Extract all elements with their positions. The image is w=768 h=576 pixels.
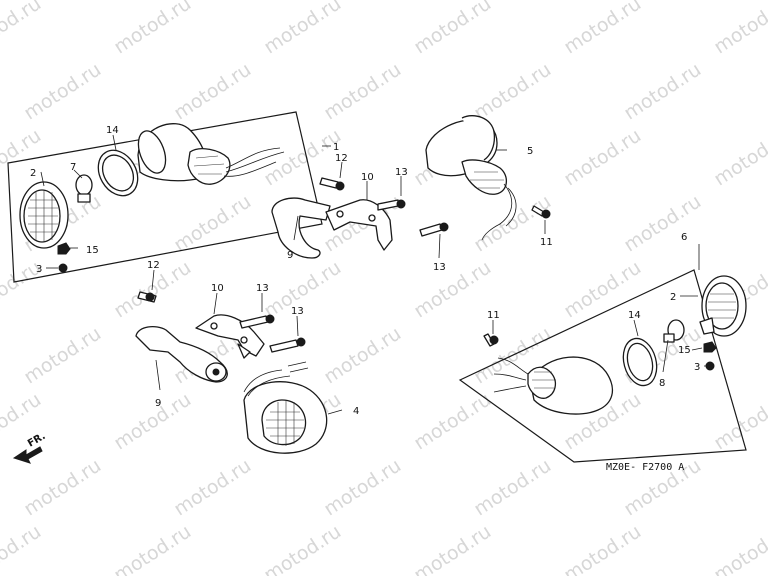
housing-top-left	[137, 123, 285, 185]
nut-15-top	[57, 242, 71, 255]
ring-14-top	[97, 149, 139, 197]
bulb-8-lower	[663, 319, 685, 343]
callout-labels: 1 2 7 14 15 3 12 10 13 9 13 5 11 6 2 12 …	[30, 125, 700, 417]
direction-arrow-fr	[12, 446, 43, 464]
bolt-13-top-a	[377, 199, 406, 211]
callout-14-lower: 14	[628, 310, 641, 321]
callout-12-top: 12	[335, 153, 348, 164]
bulb-7-top	[75, 174, 93, 203]
turn-signal-4	[243, 361, 328, 454]
callout-13-top-a: 13	[395, 167, 408, 178]
bracket-10-top	[325, 199, 393, 251]
callout-13-lower-a: 13	[256, 283, 269, 294]
callout-2-top: 2	[30, 168, 36, 179]
stay-9-top	[271, 197, 331, 259]
callout-5: 5	[527, 146, 533, 157]
screw-11-top	[531, 205, 551, 219]
nut-15-lower	[703, 341, 717, 353]
callout-10-top: 10	[361, 172, 374, 183]
bolt-12-top	[319, 177, 345, 191]
bolt-13-lower-b	[269, 337, 306, 353]
assembly-1-frame	[7, 111, 323, 283]
assembly-6-frame	[458, 269, 747, 463]
callout-2-lower: 2	[670, 292, 676, 303]
callout-10-lower: 10	[211, 283, 224, 294]
callout-12-lower: 12	[147, 260, 160, 271]
screw-3-top	[58, 263, 68, 273]
bolt-12-lower	[137, 291, 157, 303]
callout-11-lower: 11	[487, 310, 500, 321]
callout-11-top: 11	[540, 237, 553, 248]
direction-label: FR.	[26, 431, 48, 450]
ring-14-lower	[622, 337, 658, 387]
screw-3-lower	[705, 361, 715, 371]
callout-3-top: 3	[36, 264, 42, 275]
callout-3-lower: 3	[694, 362, 700, 373]
callout-7: 7	[70, 162, 76, 173]
callout-9-top: 9	[287, 250, 293, 261]
bolt-13-top-b	[419, 222, 449, 237]
callout-14-top: 14	[106, 125, 119, 136]
callout-8: 8	[659, 378, 665, 389]
callout-13-top-b: 13	[433, 262, 446, 273]
callout-15-top: 15	[86, 245, 99, 256]
turn-signal-5	[425, 115, 517, 241]
callout-15-lower: 15	[678, 345, 691, 356]
bolt-13-lower-a	[239, 314, 275, 329]
callout-9-lower: 9	[155, 398, 161, 409]
lens-2-lower-right	[699, 275, 747, 337]
leader-lines	[40, 134, 706, 415]
callout-6: 6	[681, 232, 687, 243]
lens-2-top-left	[19, 181, 69, 249]
callout-13-lower-b: 13	[291, 306, 304, 317]
callout-1: 1	[333, 142, 339, 153]
stay-9-lower	[135, 325, 228, 383]
screw-11-lower	[483, 333, 499, 347]
turn-signal-lower-right-body	[493, 356, 614, 415]
diagram-code: MZ0E- F2700 A	[606, 462, 684, 473]
callout-4: 4	[353, 406, 359, 417]
